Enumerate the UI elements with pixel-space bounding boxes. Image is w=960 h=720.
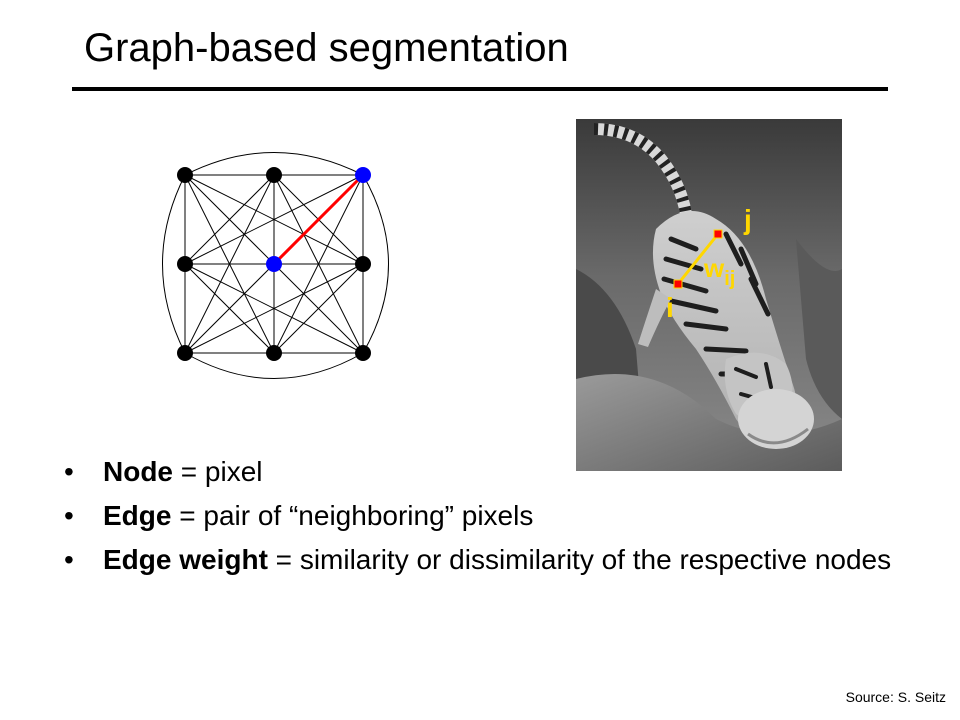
graph-node — [355, 345, 371, 361]
tiger-tail-stripes — [593, 123, 692, 216]
graph-edge — [184, 174, 275, 265]
slide-title: Graph-based segmentation — [84, 26, 569, 70]
graph-arc-left — [162, 174, 186, 354]
graph-arc-bottom — [184, 352, 364, 379]
label-j: j — [743, 204, 752, 235]
graph-node — [355, 167, 371, 183]
label-w-main: w — [703, 253, 725, 283]
graph-node — [177, 345, 193, 361]
bullet-text: = pixel — [173, 456, 263, 487]
graph-edge — [184, 263, 364, 354]
photo-rock-right — [796, 239, 842, 419]
graph-edge — [273, 263, 364, 354]
source-credit: Source: S. Seitz — [845, 689, 946, 705]
graph-node — [266, 345, 282, 361]
bullet-item-edge: • Edge = pair of “neighboring” pixels — [64, 498, 904, 534]
bullet-term: Node — [103, 456, 173, 487]
tiger-photo: j wij i — [576, 119, 842, 471]
graph-node — [266, 256, 282, 272]
bullet-term: Edge — [103, 500, 172, 531]
graph-arc-top — [184, 152, 364, 176]
photo-ball — [738, 389, 814, 449]
label-i: i — [666, 292, 674, 323]
bullet-list: • Node = pixel • Edge = pair of “neighbori… — [64, 454, 904, 586]
graph-node — [177, 256, 193, 272]
bullet-marker: • — [64, 500, 74, 531]
bullet-term: Edge weight — [103, 544, 268, 575]
pixel-graph-diagram — [162, 152, 389, 379]
label-w: wij — [703, 253, 735, 290]
label-w-subscript: ij — [724, 268, 735, 290]
graph-arc-right — [362, 174, 389, 354]
bullet-text: = pair of “neighboring” pixels — [171, 500, 534, 531]
bullet-text: = similarity or dissimilarity of the res… — [267, 544, 892, 575]
graph-edge — [184, 263, 275, 354]
graph-node — [266, 167, 282, 183]
bullet-item-edge-weight: • Edge weight = similarity or dissimilari… — [64, 542, 904, 578]
tiger-leg-left — [638, 289, 671, 347]
pixel-i-marker — [673, 279, 683, 289]
graph-node — [355, 256, 371, 272]
edge-wij-line — [676, 233, 720, 285]
graph-edge — [184, 174, 364, 265]
pixel-j-marker — [713, 229, 723, 239]
bullet-marker: • — [64, 544, 74, 575]
graph-node — [177, 167, 193, 183]
title-underline — [72, 87, 888, 91]
graph-edge-highlighted — [272, 173, 365, 266]
bullet-marker: • — [64, 456, 74, 487]
bullet-item-node: • Node = pixel — [64, 454, 904, 490]
photo-ball-shade — [747, 427, 809, 445]
